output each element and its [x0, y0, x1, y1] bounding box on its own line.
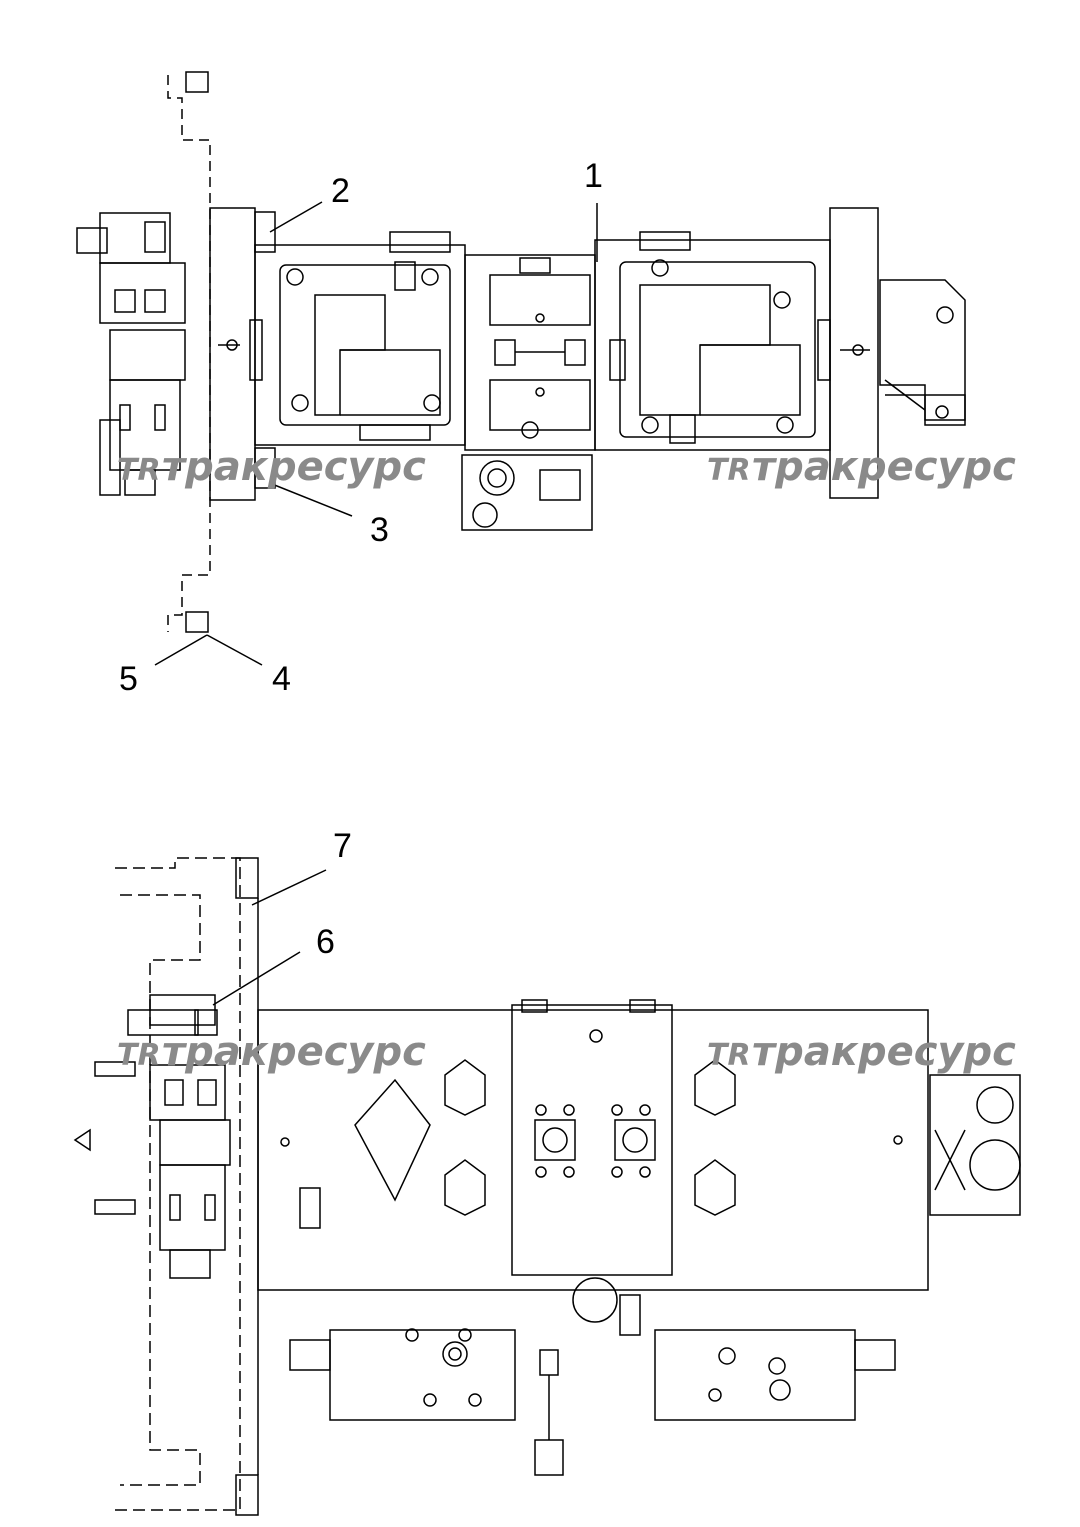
solenoid-block-top: [76, 212, 186, 496]
watermark-logo: TR: [707, 1038, 751, 1073]
callout-6: 6: [316, 923, 335, 961]
watermark-text: тракресурс: [752, 1029, 1016, 1075]
regulator-top: [879, 279, 966, 426]
main-pump-bottom: [257, 999, 929, 1291]
watermark-top-right: TR тракресурс: [707, 444, 1016, 490]
callout-2: 2: [331, 172, 350, 210]
leader-lines: [154, 201, 598, 1006]
center-section-top: [464, 254, 596, 451]
pump-flange-right: [829, 207, 879, 499]
connector-bottom: [534, 1277, 641, 1476]
watermark-bottom-right: TR тракресурс: [707, 1029, 1016, 1075]
watermark-logo: TR: [707, 453, 751, 488]
callout-7: 7: [333, 827, 352, 865]
callout-5: 5: [119, 660, 138, 698]
watermark-text: тракресурс: [162, 1029, 426, 1075]
callout-labels: 1 2 3 4 5 6 7: [119, 157, 603, 961]
callout-1: 1: [584, 157, 603, 195]
servo-block-right: [654, 1329, 896, 1421]
watermark-top-left: TR тракресурс: [117, 444, 426, 490]
solenoid-block-bottom: [73, 994, 231, 1279]
callout-4: 4: [272, 660, 291, 698]
control-valve-top: [461, 454, 593, 531]
regulator-bottom: [929, 1074, 1021, 1216]
rear-pump-top: [594, 231, 831, 451]
watermark-text: тракресурс: [752, 444, 1016, 490]
servo-block-left: [289, 1328, 516, 1421]
engine-housing: [115, 857, 259, 1516]
bottom-view: [73, 857, 1021, 1516]
watermark-text: тракресурс: [162, 444, 426, 490]
watermark-logo: TR: [117, 1038, 161, 1073]
watermark-bottom-left: TR тракресурс: [117, 1029, 426, 1075]
front-pump-top: [249, 231, 466, 446]
callout-3: 3: [370, 511, 389, 549]
mounting-plate-top: [167, 71, 211, 633]
top-view: [76, 71, 966, 633]
watermark-logo: TR: [117, 453, 161, 488]
